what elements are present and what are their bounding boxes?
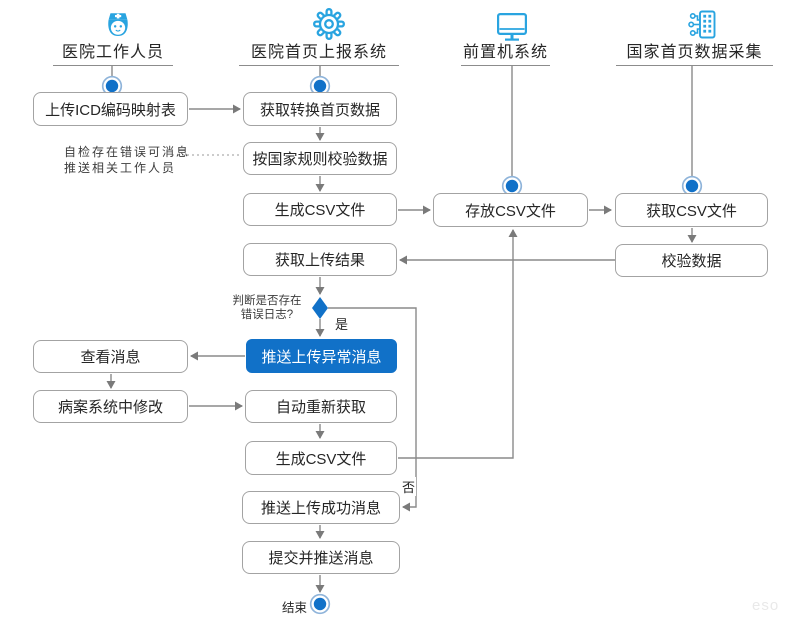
lane-header-hospital-report-system: 医院首页上报系统 — [239, 44, 399, 66]
decision-diamond — [312, 297, 328, 319]
node-push-upload-error-message: 推送上传异常消息 — [246, 339, 397, 373]
node-auto-refetch: 自动重新获取 — [245, 390, 397, 423]
end-node-circle — [309, 593, 331, 615]
branch-label-yes: 是 — [334, 314, 350, 333]
decision-question: 判断是否存在 错误日志? — [224, 295, 310, 322]
decision-question-line2: 错误日志? — [240, 308, 294, 321]
end-label: 结束 — [282, 601, 308, 615]
node-fetch-csv: 获取CSV文件 — [615, 193, 768, 227]
node-validate-data: 校验数据 — [615, 244, 768, 277]
lane-header-front-machine-system: 前置机系统 — [461, 44, 550, 66]
node-push-upload-success-message: 推送上传成功消息 — [242, 491, 400, 524]
decision-question-line1: 判断是否存在 — [232, 295, 302, 307]
node-upload-icd-mapping: 上传ICD编码映射表 — [33, 92, 188, 126]
lane-header-national-data-collection: 国家首页数据采集 — [616, 44, 773, 66]
self-check-annotation-line2: 推送相关工作人员 — [64, 161, 177, 175]
watermark: eso — [752, 597, 780, 614]
node-view-message: 查看消息 — [33, 340, 188, 373]
node-submit-and-push-message: 提交并推送消息 — [242, 541, 400, 574]
branch-label-no: 否 — [401, 477, 417, 496]
node-generate-csv-2: 生成CSV文件 — [245, 441, 397, 475]
monitor-icon — [497, 13, 527, 41]
node-get-convert-homepage-data: 获取转换首页数据 — [243, 92, 397, 126]
node-generate-csv-1: 生成CSV文件 — [243, 193, 397, 226]
node-validate-by-national-rules: 按国家规则校验数据 — [243, 142, 397, 175]
node-get-upload-result: 获取上传结果 — [243, 243, 397, 276]
gear-icon — [313, 8, 345, 40]
self-check-annotation-line1: 自检存在错误可消息 — [64, 145, 191, 159]
lane-header-hospital-staff: 医院工作人员 — [53, 44, 173, 66]
node-store-csv: 存放CSV文件 — [433, 193, 588, 227]
data-collection-icon — [688, 10, 716, 39]
node-modify-in-medical-record-system: 病案系统中修改 — [33, 390, 188, 423]
nurse-icon — [108, 13, 128, 37]
self-check-annotation: 自检存在错误可消息 推送相关工作人员 — [64, 144, 190, 176]
start-node-circles — [101, 75, 703, 197]
